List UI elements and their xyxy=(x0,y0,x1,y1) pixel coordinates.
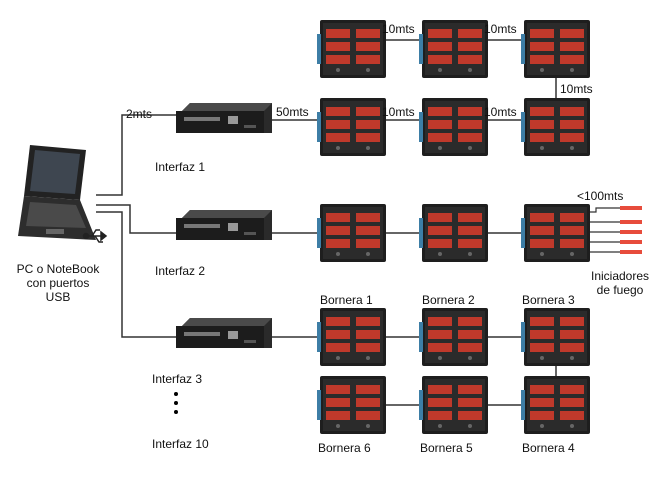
interface-label-10: Interfaz 10 xyxy=(152,437,209,451)
bornera-label-6: Bornera 6 xyxy=(318,441,371,455)
distance-label-top-2: 10mts xyxy=(484,22,517,36)
bornera-2 xyxy=(419,204,488,262)
pc-label-line-3: USB xyxy=(45,290,71,304)
igniter-wires xyxy=(588,206,642,254)
bornera-label-5: Bornera 5 xyxy=(420,441,473,455)
distance-label-vertical: 10mts xyxy=(560,82,593,96)
bornera-4 xyxy=(521,376,590,434)
laptop-icon xyxy=(18,145,96,240)
bornera-5 xyxy=(419,376,488,434)
igniters-label-line-2: de fuego xyxy=(596,283,644,297)
distance-label-top-1: 10mts xyxy=(382,22,415,36)
igniters-label: Iniciadores de fuego xyxy=(585,269,655,297)
ellipsis-more-interfaces xyxy=(172,392,180,419)
pc-label-line-1: PC o NoteBook xyxy=(16,262,100,276)
interface-device-3 xyxy=(176,318,272,348)
bornera-label-3: Bornera 3 xyxy=(522,293,575,307)
bornera-row1-1 xyxy=(317,98,386,156)
bornera-top-1 xyxy=(317,20,386,78)
bornera-label-4: Bornera 4 xyxy=(522,441,575,455)
pc-label-line-2: con puertos xyxy=(26,276,90,290)
bornera-row1-2 xyxy=(419,98,488,156)
interface-device-1 xyxy=(176,103,272,133)
bornera-row3-1 xyxy=(317,308,386,366)
bornera-row3-3 xyxy=(521,308,590,366)
bornera-top-3 xyxy=(521,20,590,78)
interface-label-1: Interfaz 1 xyxy=(155,160,206,174)
distance-label-interface-bornera: 50mts xyxy=(276,105,309,119)
bornera-row3-2 xyxy=(419,308,488,366)
distance-label-igniters: <100mts xyxy=(577,189,624,203)
distance-label-row1-1: 10mts xyxy=(382,105,415,119)
bornera-top-2 xyxy=(419,20,488,78)
bornera-label-1: Bornera 1 xyxy=(320,293,373,307)
connections xyxy=(96,39,557,406)
distance-label-pc-interface: 2mts xyxy=(126,107,153,121)
interface-device-2 xyxy=(176,210,272,240)
bornera-label-2: Bornera 2 xyxy=(422,293,475,307)
usb-icon xyxy=(82,229,108,243)
bornera-row1-3 xyxy=(521,98,590,156)
interface-label-3: Interfaz 3 xyxy=(152,372,203,386)
interface-label-2: Interfaz 2 xyxy=(155,264,206,278)
bornera-1 xyxy=(317,204,386,262)
igniters-label-line-1: Iniciadores xyxy=(590,269,650,283)
bornera-6 xyxy=(317,376,386,434)
bornera-3 xyxy=(521,204,590,262)
pc-label: PC o NoteBook con puertos USB xyxy=(8,262,108,304)
distance-label-row1-2: 10mts xyxy=(484,105,517,119)
